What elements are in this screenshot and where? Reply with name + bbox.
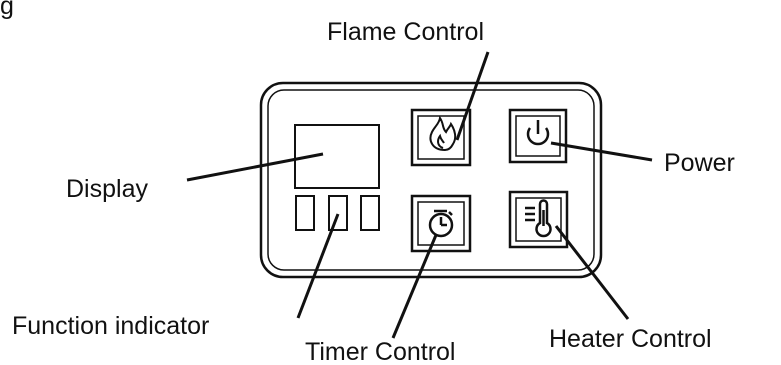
display-leader-line <box>186 152 324 182</box>
timer-icon <box>428 209 454 238</box>
function-indicator-leader-line <box>296 213 340 319</box>
function-indicators <box>295 195 380 231</box>
timer-control-label: Timer Control <box>305 338 456 365</box>
flame-leader-line <box>455 51 490 141</box>
leader-lines <box>186 51 653 339</box>
heater-control-button[interactable] <box>508 190 569 249</box>
timer-leader-line <box>391 234 438 339</box>
flame-icon <box>429 115 457 152</box>
heater-leader-line <box>554 225 630 320</box>
function-indicator-1 <box>295 195 315 231</box>
power-label: Power <box>664 149 735 177</box>
timer-control-button[interactable] <box>410 194 472 253</box>
heater-control-label: Heater Control <box>549 325 712 353</box>
function-indicator-3 <box>360 195 380 231</box>
function-indicator-2 <box>328 195 348 231</box>
flame-control-label: Flame Control <box>327 18 484 46</box>
display-screen <box>294 124 380 189</box>
thermometer-icon <box>525 199 552 238</box>
function-indicator-label: Function indicator <box>12 312 209 340</box>
power-icon <box>526 120 550 146</box>
display-label: Display <box>66 175 148 203</box>
header-partial-text: g <box>0 0 14 20</box>
power-leader-line <box>550 141 653 162</box>
flame-control-button[interactable] <box>410 108 472 167</box>
power-button[interactable] <box>508 108 568 164</box>
control-panel <box>259 81 603 279</box>
